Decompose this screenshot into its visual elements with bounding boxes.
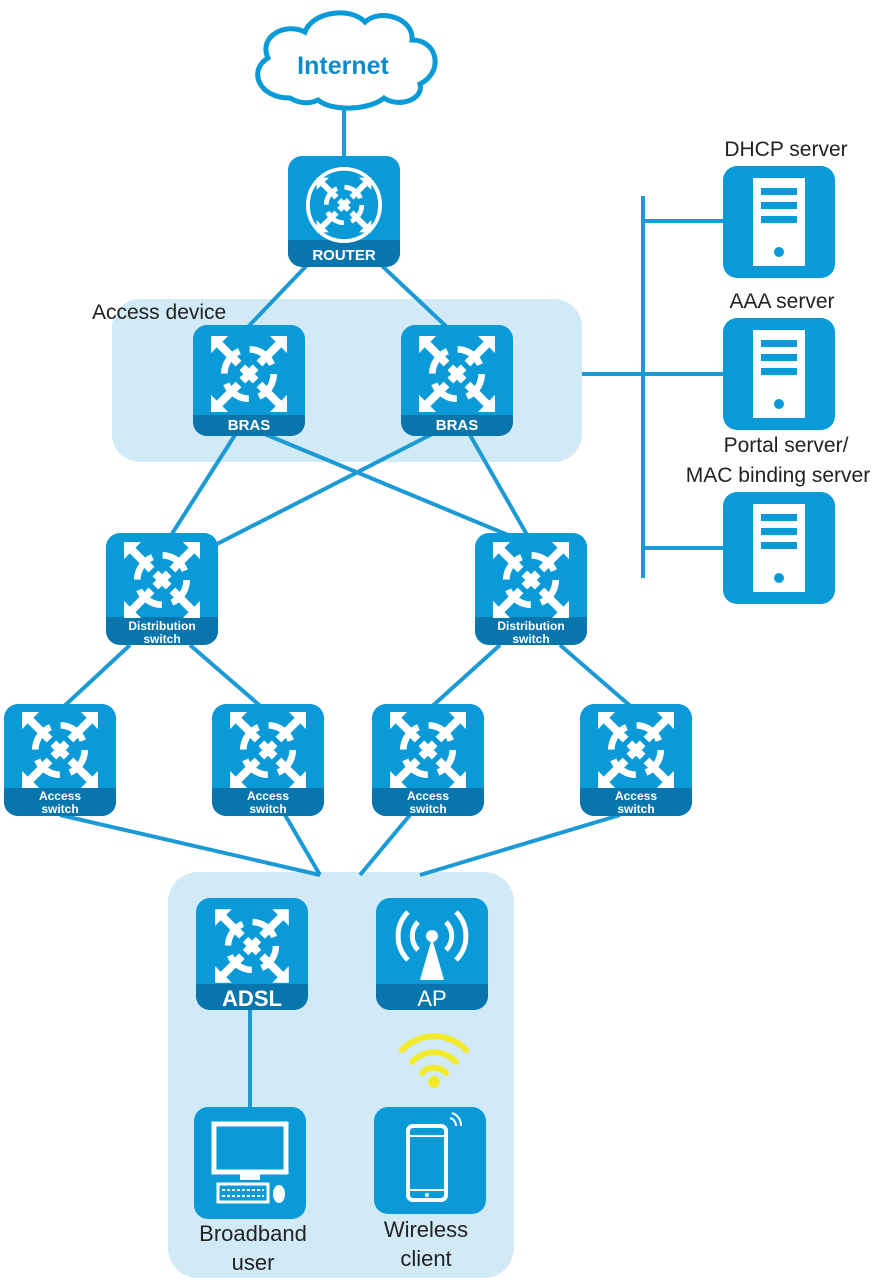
distribution-switch-1[interactable]: Distribution switch: [106, 533, 218, 646]
access-switch-1[interactable]: Access switch: [4, 704, 116, 816]
link-dist1-acc2: [188, 643, 267, 712]
dhcp-server-label: DHCP server: [724, 138, 847, 161]
link-bras1-dist1: [166, 433, 237, 542]
bras-1[interactable]: BRAS: [193, 325, 305, 436]
access-switch-1-label-1: Access: [39, 789, 81, 803]
access-switch-1-label-2: switch: [41, 802, 78, 816]
broadband-pc[interactable]: [194, 1107, 306, 1219]
distribution-switch-2-label-2: switch: [512, 632, 549, 646]
link-dist2-acc3: [426, 643, 502, 712]
link-acc1-zone: [59, 813, 321, 877]
broadband-user-label-1: Broadband: [199, 1221, 307, 1246]
link-router-bras2: [376, 260, 452, 332]
ap-label: AP: [417, 986, 446, 1011]
adsl-modem[interactable]: ADSL: [196, 898, 308, 1011]
dhcp-server[interactable]: [723, 166, 835, 278]
access-switch-3-label-2: switch: [409, 802, 446, 816]
link-dist2-acc4: [558, 643, 637, 712]
access-switch-2-label-2: switch: [249, 802, 286, 816]
distribution-switch-1-label-1: Distribution: [128, 619, 195, 633]
access-switch-2-label-1: Access: [247, 789, 289, 803]
computer-icon: [211, 1121, 289, 1204]
link-acc3-zone: [358, 813, 412, 877]
portal-server[interactable]: [723, 492, 835, 604]
broadband-user-label-2: user: [232, 1250, 275, 1275]
bras-2-label: BRAS: [436, 417, 479, 434]
access-point[interactable]: AP: [376, 898, 488, 1011]
wireless-phone[interactable]: [374, 1107, 486, 1214]
adsl-label: ADSL: [222, 986, 282, 1011]
internet-label: Internet: [297, 52, 389, 80]
portal-server-label-1: Portal server/: [724, 434, 849, 457]
wireless-client-label-1: Wireless: [384, 1217, 468, 1242]
link-bras2-dist2: [468, 434, 532, 541]
wireless-client-label-2: client: [400, 1246, 451, 1271]
distribution-switch-2-label-1: Distribution: [497, 619, 564, 633]
link-dist1-acc1: [58, 643, 132, 712]
aaa-server[interactable]: [723, 318, 835, 430]
link-router-bras1: [243, 260, 312, 332]
aaa-server-label: AAA server: [729, 290, 834, 313]
internet-cloud-icon: Internet: [255, 10, 438, 111]
antenna-icon: [395, 910, 469, 980]
router-label: ROUTER: [312, 247, 376, 264]
link-bras2-dist1: [214, 428, 441, 547]
bras-2[interactable]: BRAS: [401, 325, 513, 436]
distribution-switch-1-label-2: switch: [143, 632, 180, 646]
wifi-signal-icon: [399, 1033, 469, 1088]
access-switch-2[interactable]: Access switch: [212, 704, 324, 816]
access-switch-3-label-1: Access: [407, 789, 449, 803]
router[interactable]: ROUTER: [288, 156, 400, 267]
access-device-label: Access device: [92, 301, 226, 324]
access-switch-4-label-1: Access: [615, 789, 657, 803]
link-acc2-zone: [283, 813, 322, 877]
link-acc4-zone: [419, 813, 621, 877]
access-switch-4-label-2: switch: [617, 802, 654, 816]
portal-server-label-2: MAC binding server: [686, 464, 870, 487]
smartphone-icon: [406, 1112, 462, 1202]
access-switch-4[interactable]: Access switch: [580, 704, 692, 816]
distribution-switch-2[interactable]: Distribution switch: [475, 533, 587, 646]
links: [58, 110, 723, 1108]
link-bras1-dist2: [254, 428, 521, 542]
bras-1-label: BRAS: [228, 417, 271, 434]
access-switch-3[interactable]: Access switch: [372, 704, 484, 816]
